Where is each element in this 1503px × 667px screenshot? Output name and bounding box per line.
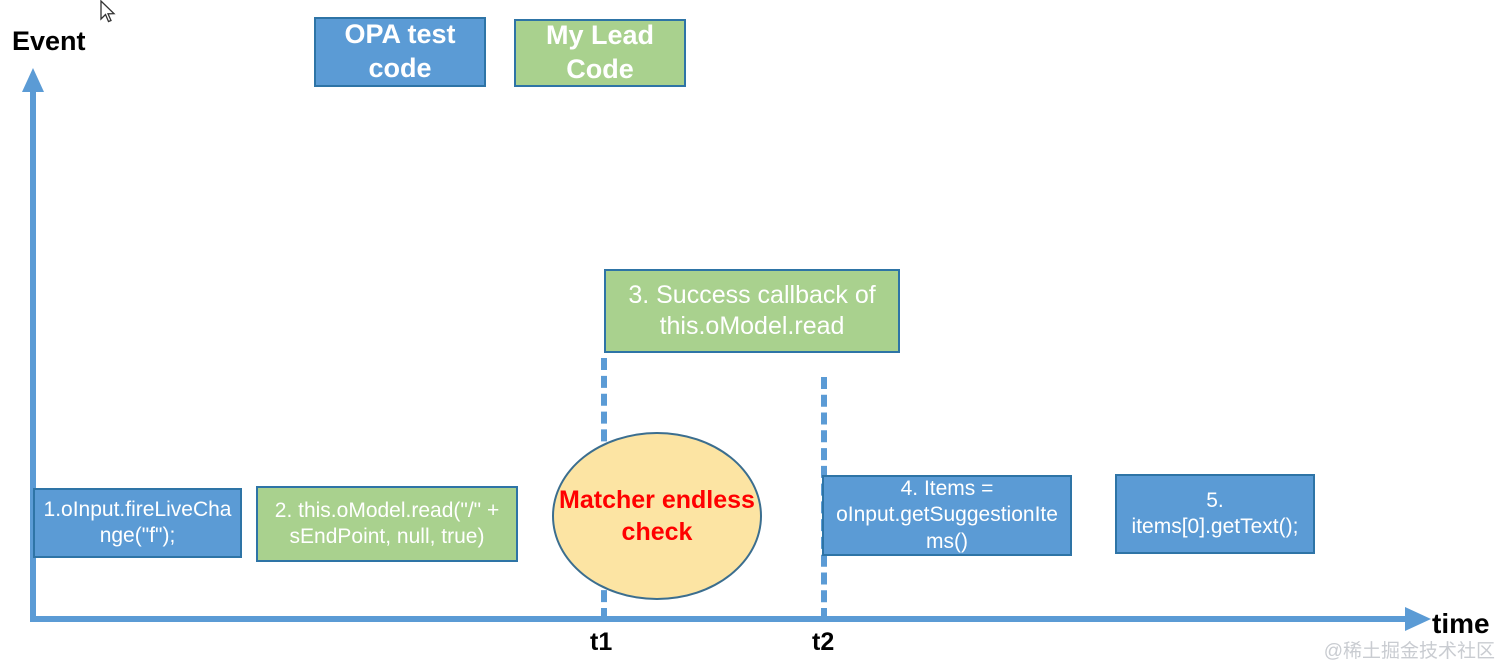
legend-item-label: My Lead Code <box>545 20 655 84</box>
x-tick-label-t2: t2 <box>812 628 835 656</box>
event-node-3: 3. Success callback of this.oModel.read <box>604 269 900 353</box>
event-node-label: 1.oInput.fireLiveChange("f"); <box>43 497 232 547</box>
event-node-1: 1.oInput.fireLiveChange("f"); <box>33 488 242 558</box>
x-axis-arrowhead-icon <box>1405 607 1431 631</box>
event-node-label: 4. Items = oInput.getSuggestionItems() <box>836 477 1058 553</box>
legend-item-my-lead-code: My Lead Code <box>514 19 686 87</box>
event-node-label: 5. items[0].getText(); <box>1131 488 1299 538</box>
event-node-5: 5. items[0].getText(); <box>1115 474 1315 554</box>
mouse-pointer-icon <box>100 0 118 26</box>
legend-item-opa-test-code: OPA test code <box>314 17 486 87</box>
ellipse-label: Matcher endless check <box>559 485 755 547</box>
event-node-2: 2. this.oModel.read("/" + sEndPoint, nul… <box>256 486 518 562</box>
event-node-label: 2. this.oModel.read("/" + sEndPoint, nul… <box>274 498 500 548</box>
y-axis-line <box>30 88 36 622</box>
x-axis-line <box>30 616 1408 622</box>
y-axis-arrowhead-icon <box>22 68 44 92</box>
event-node-4: 4. Items = oInput.getSuggestionItems() <box>822 475 1072 556</box>
matcher-endless-check-ellipse: Matcher endless check <box>552 432 762 600</box>
y-axis-label: Event <box>12 26 86 56</box>
legend-item-label: OPA test code <box>344 19 456 83</box>
watermark: @稀土掘金技术社区 <box>1323 641 1495 662</box>
event-node-label: 3. Success callback of this.oModel.read <box>628 280 876 340</box>
x-tick-label-t1: t1 <box>590 628 613 656</box>
x-axis-label: time <box>1432 608 1490 639</box>
